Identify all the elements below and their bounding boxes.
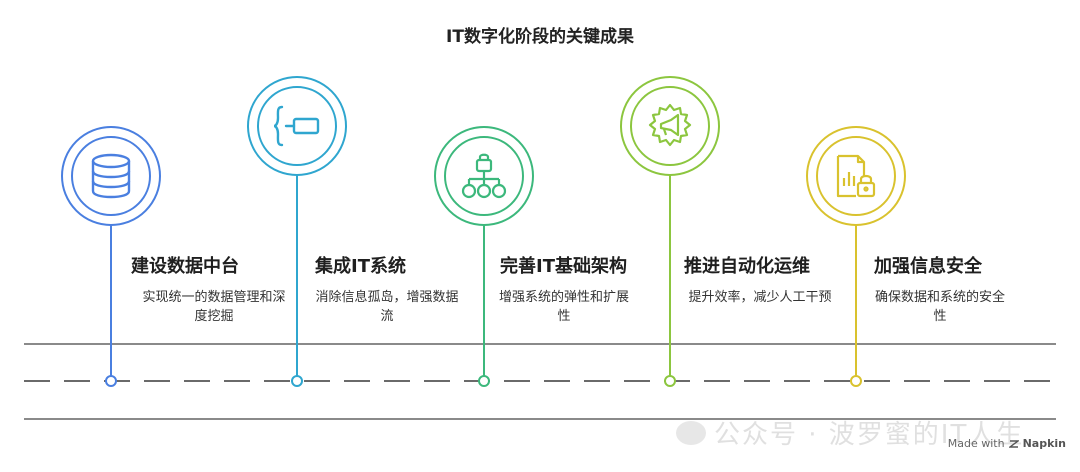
step-4-stem — [669, 170, 671, 381]
step-5-dot — [850, 375, 862, 387]
step-2-stem — [296, 160, 298, 381]
step-1-stem — [110, 210, 112, 381]
step-5-inner-ring — [816, 136, 896, 216]
step-5-stem — [855, 220, 857, 381]
step-2-dot — [291, 375, 303, 387]
step-3-title: 完善IT基础架构 — [500, 256, 627, 277]
database-icon — [91, 153, 131, 199]
gear-megaphone-icon — [648, 103, 692, 147]
step-4-title: 推进自动化运维 — [684, 256, 810, 277]
page-title: IT数字化阶段的关键成果 — [446, 27, 634, 47]
step-3-dot — [478, 375, 490, 387]
step-4-desc: 提升效率，减少人工干预 — [688, 290, 832, 305]
step-1-dot — [105, 375, 117, 387]
watermark-text: 公众号 · 波罗蜜的IT人生 — [714, 420, 1025, 450]
secure-report-icon — [836, 154, 876, 198]
step-1-desc: 实现统一的数据管理和深度挖掘 — [142, 290, 286, 324]
credit-brand: Napkin — [1022, 437, 1066, 450]
credit-prefix: Made with — [947, 437, 1005, 450]
step-2-title: 集成IT系统 — [315, 256, 406, 277]
watermark: 公众号 · 波罗蜜的IT人生 — [676, 414, 1024, 451]
made-with-credit: Made with Napkin — [948, 437, 1066, 450]
step-2-desc: 消除信息孤岛，增强数据流 — [315, 290, 459, 324]
step-3-desc: 增强系统的弹性和扩展性 — [498, 290, 629, 324]
step-3-inner-ring — [444, 136, 524, 216]
brace-connector-icon — [273, 105, 320, 147]
step-3-stem — [483, 220, 485, 381]
step-1-title: 建设数据中台 — [131, 256, 239, 277]
lock-hierarchy-icon — [461, 153, 507, 199]
step-4-dot — [664, 375, 676, 387]
step-2-inner-ring — [257, 86, 337, 166]
step-1-inner-ring — [71, 136, 151, 216]
step-5-title: 加强信息安全 — [874, 256, 982, 277]
wechat-logo-icon — [676, 420, 706, 445]
step-5-desc: 确保数据和系统的安全性 — [874, 290, 1005, 324]
step-4-inner-ring — [630, 86, 710, 166]
napkin-logo-icon — [1008, 439, 1019, 448]
